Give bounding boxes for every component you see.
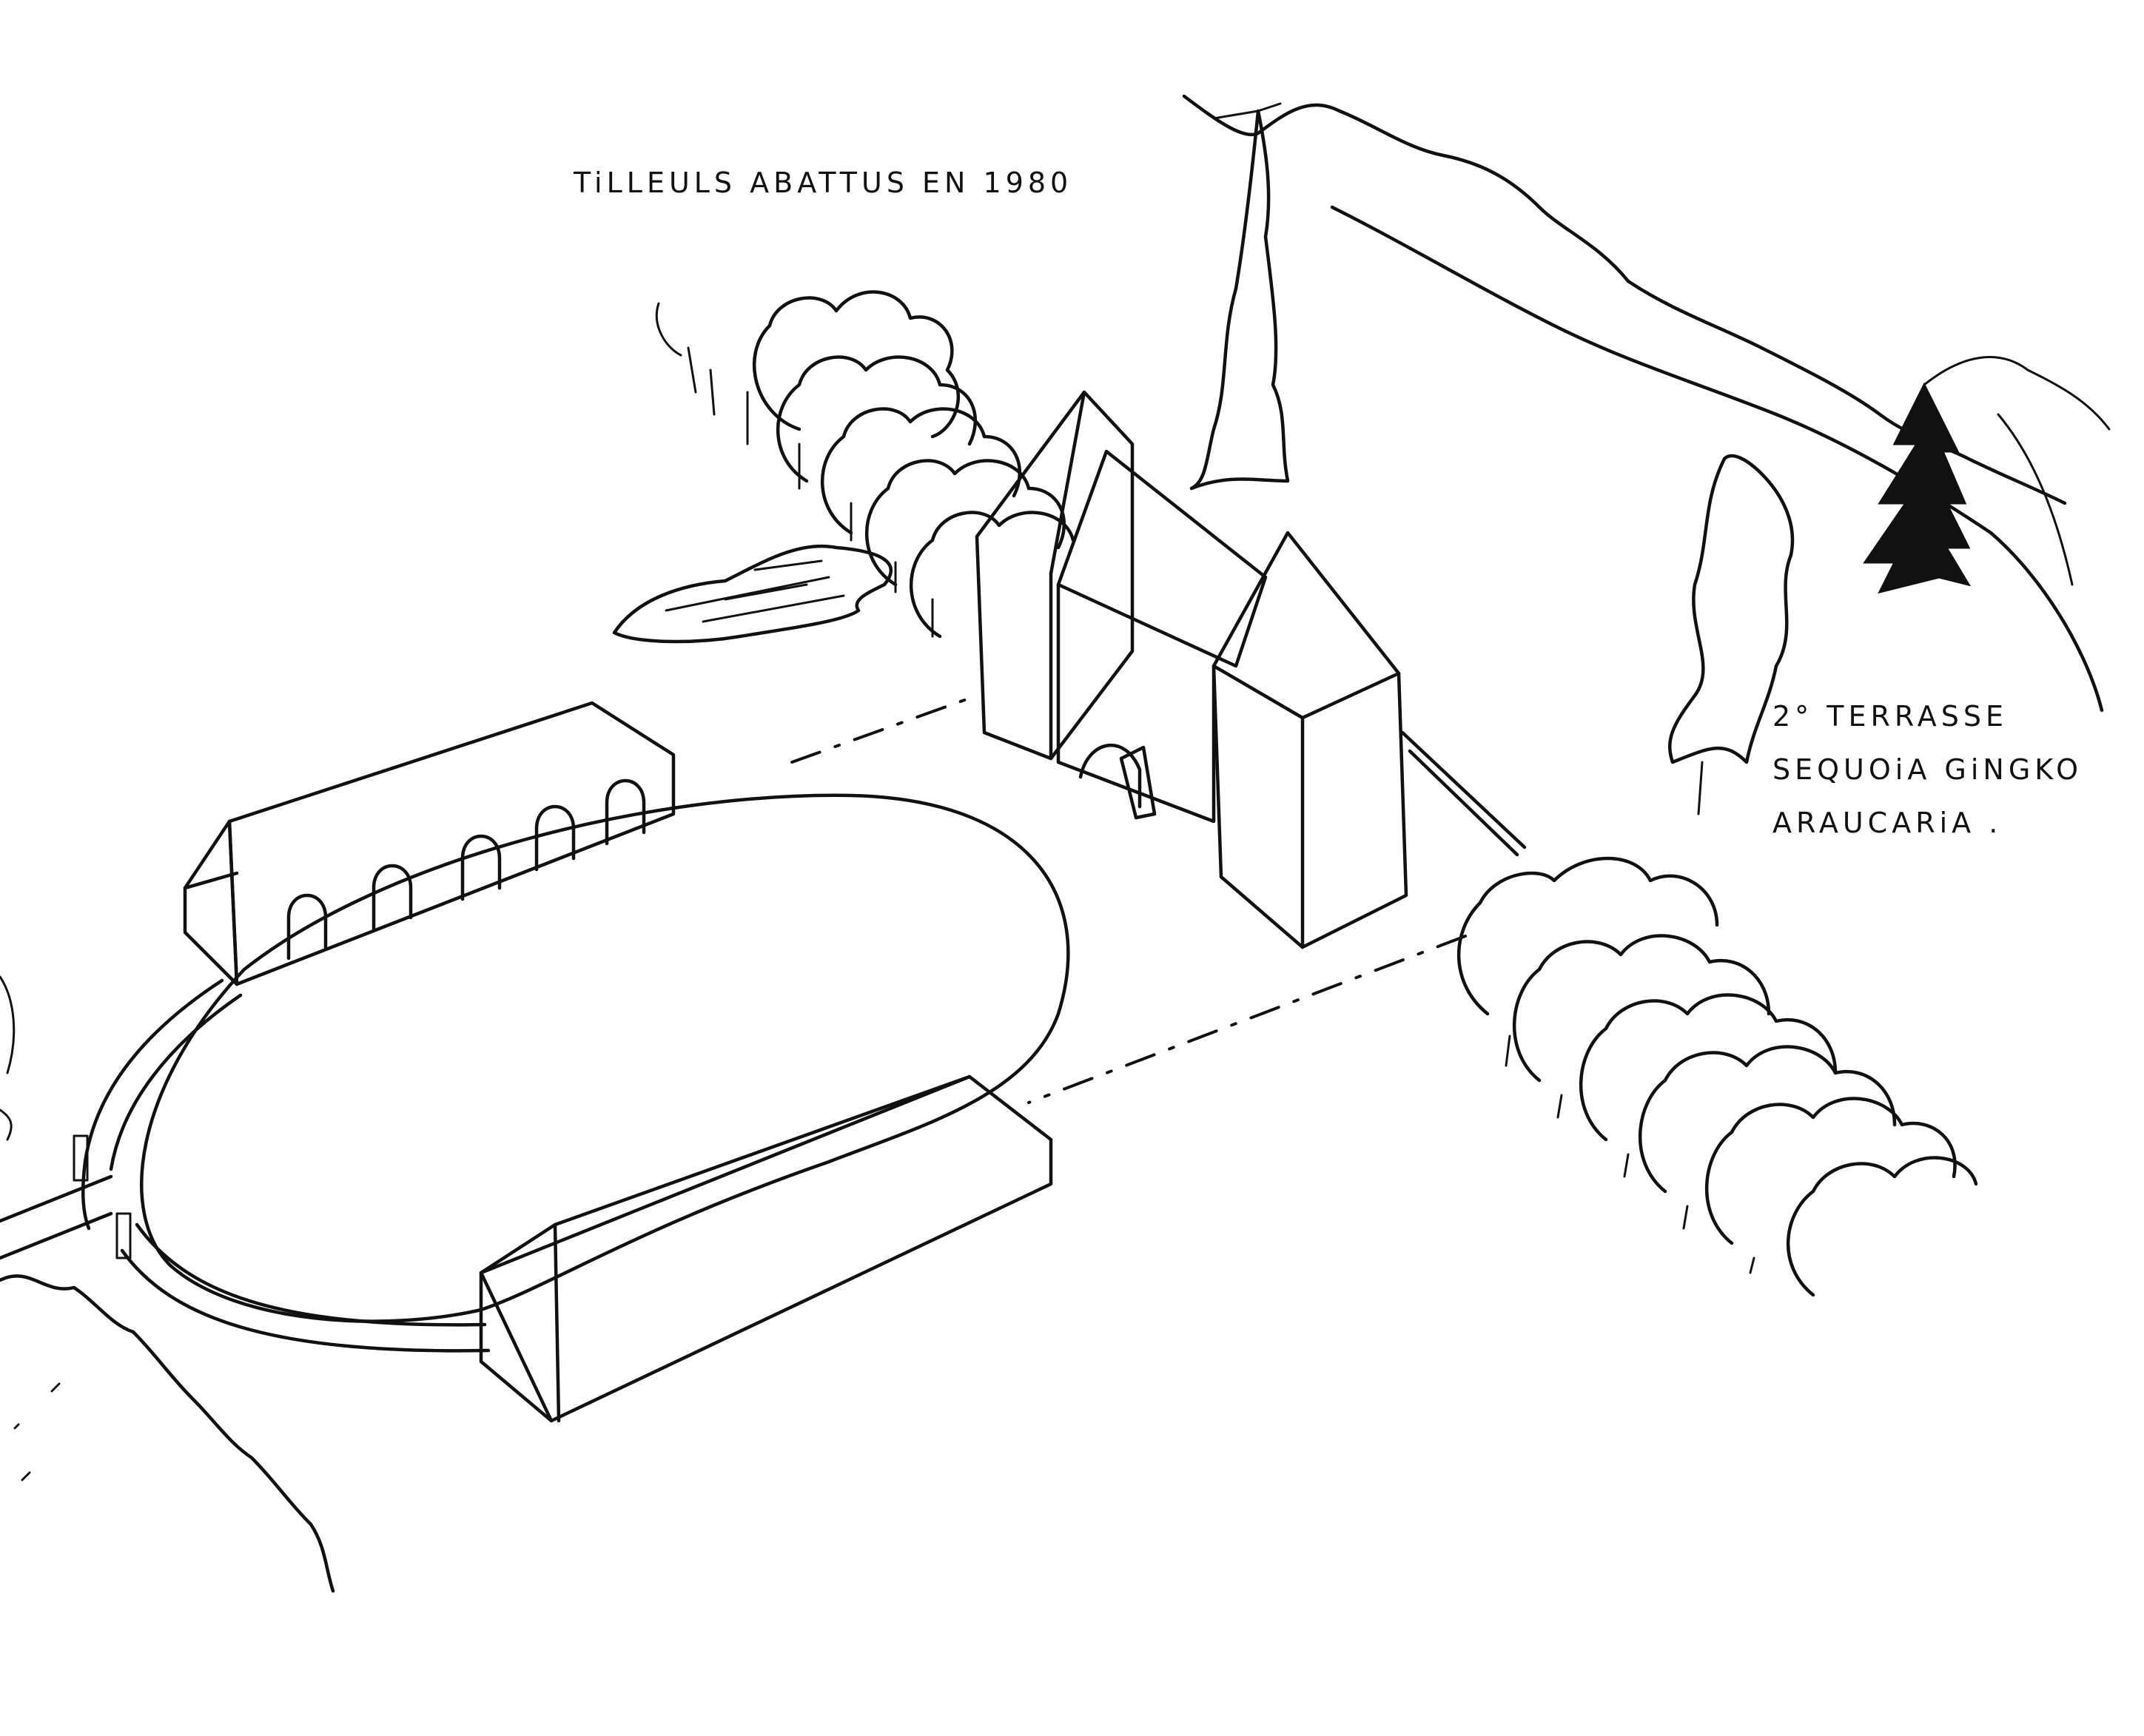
- hedge-lower-left: [0, 975, 335, 1593]
- arch-3: [460, 834, 502, 901]
- right-tree-row: [1457, 856, 1978, 1297]
- chateau: [975, 390, 1408, 949]
- pond: [612, 544, 893, 644]
- arch-4: [534, 804, 576, 872]
- driveway-inner-bottom: [135, 1222, 487, 1327]
- side-path-edge: [1408, 749, 1519, 857]
- driveway-inner-left: [109, 993, 243, 1171]
- boundary-line-left: [790, 694, 978, 764]
- arch-2: [372, 864, 413, 931]
- tree-lime-2: [776, 355, 978, 483]
- lower-building: [479, 1074, 1053, 1423]
- tree-right-2: [1513, 934, 1771, 1083]
- tree-right-1: [1457, 856, 1719, 1016]
- arch-1: [286, 893, 328, 960]
- arch-5: [605, 778, 646, 846]
- felled-tree-stems: [655, 302, 716, 416]
- gate-post-right: [115, 1212, 132, 1259]
- entrance-road-top: [0, 1174, 113, 1223]
- forest-hillside: [1182, 94, 2111, 713]
- pond-hatching: [665, 559, 845, 623]
- chateau-tower-roof: [1212, 531, 1401, 720]
- annotation-terrasse: 2° TERRASSE SEQUOiA GiNGKO ARAUCARiA .: [1772, 690, 2083, 850]
- right-tree-trunks: [1505, 1034, 1755, 1274]
- entrance-road-bottom: [0, 1211, 113, 1260]
- stable-building: [183, 701, 676, 986]
- lime-tree-row: [655, 290, 1075, 639]
- driveway-outer-left: [81, 978, 224, 1231]
- ground-paths: [0, 694, 1527, 1260]
- lime-trunks: [746, 391, 934, 638]
- bush-left-edge: [0, 975, 16, 1141]
- tree-lime-5: [910, 511, 1075, 639]
- forest-lower-edge: [1330, 205, 2104, 713]
- hedge-marks: [13, 1382, 61, 1481]
- tree-right-3: [1579, 993, 1838, 1142]
- chateau-roof: [1056, 449, 1268, 668]
- boundary-line-right: [1027, 935, 1467, 1104]
- annotation-terrasse-line1: 2° TERRASSE: [1772, 700, 2008, 733]
- tree-right-5: [1705, 1097, 1957, 1245]
- tree-lime-4: [865, 459, 1066, 587]
- tree-right-6: [1787, 1156, 1978, 1297]
- driveway-outer-bottom: [120, 1248, 491, 1353]
- forest-canopy-right: [1923, 356, 2111, 586]
- chateau-porch: [1119, 745, 1157, 820]
- chateau-body: [1056, 582, 1216, 824]
- chateau-left-wing: [975, 390, 1135, 761]
- side-path: [1400, 730, 1527, 850]
- tree-lime-3: [821, 407, 1022, 535]
- tree-right-4: [1639, 1045, 1897, 1194]
- oval-lawn: [73, 793, 1070, 1353]
- dark-conifer: [1863, 382, 1972, 594]
- conifer-tree: [1189, 102, 1290, 491]
- chateau-gate-arch: [1078, 743, 1142, 809]
- tree-lime-1: [753, 290, 961, 439]
- terrace-tree: [1668, 454, 1795, 815]
- gate-post-left: [73, 1134, 89, 1182]
- annotation-terrasse-line3: ARAUCARiA .: [1772, 807, 2003, 839]
- annotation-terrasse-line2: SEQUOiA GiNGKO: [1772, 753, 2083, 786]
- annotation-tilleuls: TiLLEULS ABATTUS EN 1980: [574, 166, 1073, 199]
